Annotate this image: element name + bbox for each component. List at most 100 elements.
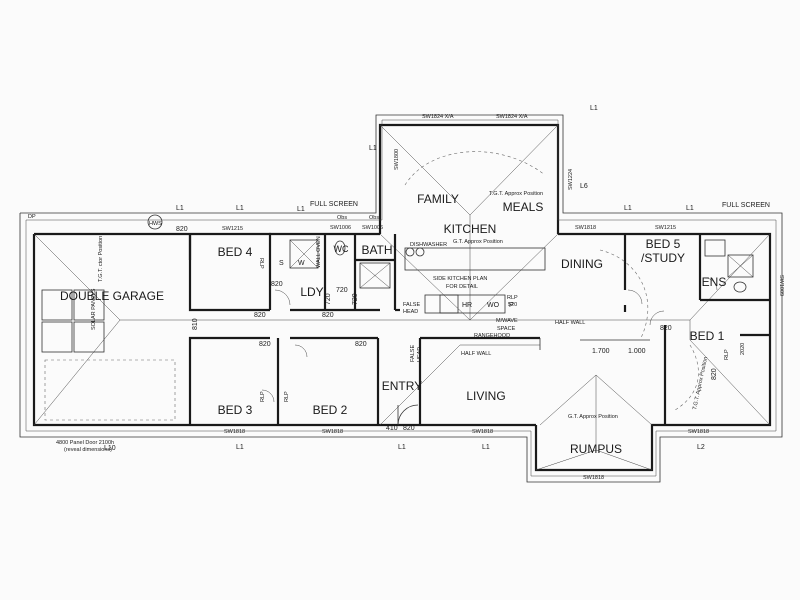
note-hr: HR [462,302,472,309]
room-bath: BATH [361,243,392,257]
level-l1-e: L1 [624,205,632,212]
note-rlp-bed3: RLP [260,391,266,402]
dim-820-ldy2: 820 [322,312,334,319]
note-p: P [509,302,514,309]
window-sw1006-a: SW1006 [330,225,351,231]
window-sw1009: SW1009 [778,275,784,296]
note-wo: WO [487,302,500,309]
dim-1700: 1.700 [592,348,610,355]
level-l1-f: L1 [686,205,694,212]
note-full-screen-left: FULL SCREEN [310,201,358,208]
window-labels: SW1824 X/A SW1824 X/A SW1800 SW1224 SW12… [222,114,784,481]
note-half-wall-top: HALF WALL [555,320,585,326]
room-entry: ENTRY [382,379,422,393]
window-sw1824-a: SW1824 X/A [422,114,454,120]
level-l1-bot-a: L1 [236,444,244,451]
window-sw1818-living: SW1818 [472,429,493,435]
room-bed5-study: /STUDY [641,251,685,265]
note-rlp-bed1: RLP [724,349,730,360]
room-bed4: BED 4 [218,245,253,259]
level-marks: L1 L1 L1 L1 L1 L1 L1 L6 L10 L1 L1 L1 L2 … [28,105,705,452]
dim-1000: 1.000 [628,348,646,355]
room-bed2: BED 2 [313,403,348,417]
note-rlp-kitchen: RLP [507,295,518,301]
note-wall-oven: WALL OVEN [316,236,322,268]
door-swings [261,277,718,403]
eave-outline [19,114,783,483]
dim-820-bed1: 820 [711,368,718,380]
window-sw1800: SW1800 [394,149,400,170]
dim-520: 520 [508,302,517,308]
note-dishwasher: DISHWASHER [410,242,447,248]
note-mwave-1: M/WAVE [496,318,518,324]
window-sw1818-bed3: SW1818 [224,429,245,435]
room-family: FAMILY [417,192,459,206]
note-false-head-v2: HEAD [417,347,423,362]
note-w: W [298,260,305,267]
window-sw1215-bed4: SW1215 [222,226,243,232]
dim-720-c: 720 [352,293,359,305]
dim-810: 810 [192,318,199,330]
note-gt-rumpus: G.T. Approx Position [568,414,618,420]
note-gt-bed1: T.G.T. Approx Position [692,356,709,410]
note-full-screen-right: FULL SCREEN [722,202,770,209]
room-wc: WC [334,244,349,254]
dim-820-bed2: 820 [355,341,367,348]
level-l1-bot-c: L1 [482,444,490,451]
note-rangehood: RANGEHOOD [474,333,510,339]
level-l1-a: L1 [176,205,184,212]
window-sw1224: SW1224 [568,169,574,190]
note-for-detail: FOR DETAIL [446,284,478,290]
window-sw1824-b: SW1824 X/A [496,114,528,120]
room-double-garage: DOUBLE GARAGE [60,289,164,303]
room-meals: MEALS [503,200,544,214]
level-l1-g: L1 [590,105,598,112]
dim-820-dining: 820 [660,325,672,332]
level-l1-c: L1 [297,206,305,213]
level-l1-b: L1 [236,205,244,212]
dim-720-b: 720 [325,293,332,305]
note-panel-door: 4800 Panel Door 2100h [56,440,114,446]
window-sw1818-bed2: SW1818 [322,429,343,435]
room-rumpus: RUMPUS [570,442,622,456]
note-mwave-2: SPACE [497,326,516,332]
room-bed3: BED 3 [218,403,253,417]
note-false-head-v1: FALSE [410,345,416,362]
level-l10: L10 [104,445,116,452]
window-sw1006-b: SW1006 [362,225,383,231]
note-hws: HWS [149,221,162,227]
note-false-head-1: FALSE [403,302,420,308]
level-l1-bot-b: L1 [398,444,406,451]
note-obs-left: Obs [337,215,347,221]
level-l2: L2 [697,444,705,451]
room-dining: DINING [561,257,603,271]
room-bed5: BED 5 [646,237,681,251]
room-ens: ENS [702,275,727,289]
level-l6: L6 [580,183,588,190]
dim-410: 410 [386,425,398,432]
window-sw1215-bed5: SW1215 [655,225,676,231]
dim-820-garage: 820 [176,226,188,233]
note-rlp-bed4: RLP [258,258,264,269]
note-obs-right: Obs [369,215,379,221]
dim-720-a: 720 [336,287,348,294]
dimension-labels: 820 820 820 820 820 820 820 820 820 810 … [176,226,746,432]
note-half-wall-bottom: HALF WALL [461,351,491,357]
dim-820-ldy: 820 [271,281,283,288]
window-sw1818-dining: SW1818 [575,225,596,231]
note-false-head-2: HEAD [403,309,418,315]
room-bed1: BED 1 [690,329,725,343]
room-kitchen: KITCHEN [444,222,497,236]
level-l1-d: L1 [369,145,377,152]
interior-walls [188,234,770,426]
note-gt-garage: T.G.T. ctor Position [98,236,104,282]
note-gt-kitchen: G.T. Approx Position [453,239,503,245]
window-sw1818-bed1: SW1818 [688,429,709,435]
note-gt-meals: T.G.T. Approx Position [489,191,543,197]
room-ldy: LDY [300,285,323,299]
dim-820-bed4: 820 [254,312,266,319]
note-rlp-bed2: RLP [284,391,290,402]
room-labels: DOUBLE GARAGE BED 4 BED 3 BED 2 LDY WC B… [60,192,726,456]
